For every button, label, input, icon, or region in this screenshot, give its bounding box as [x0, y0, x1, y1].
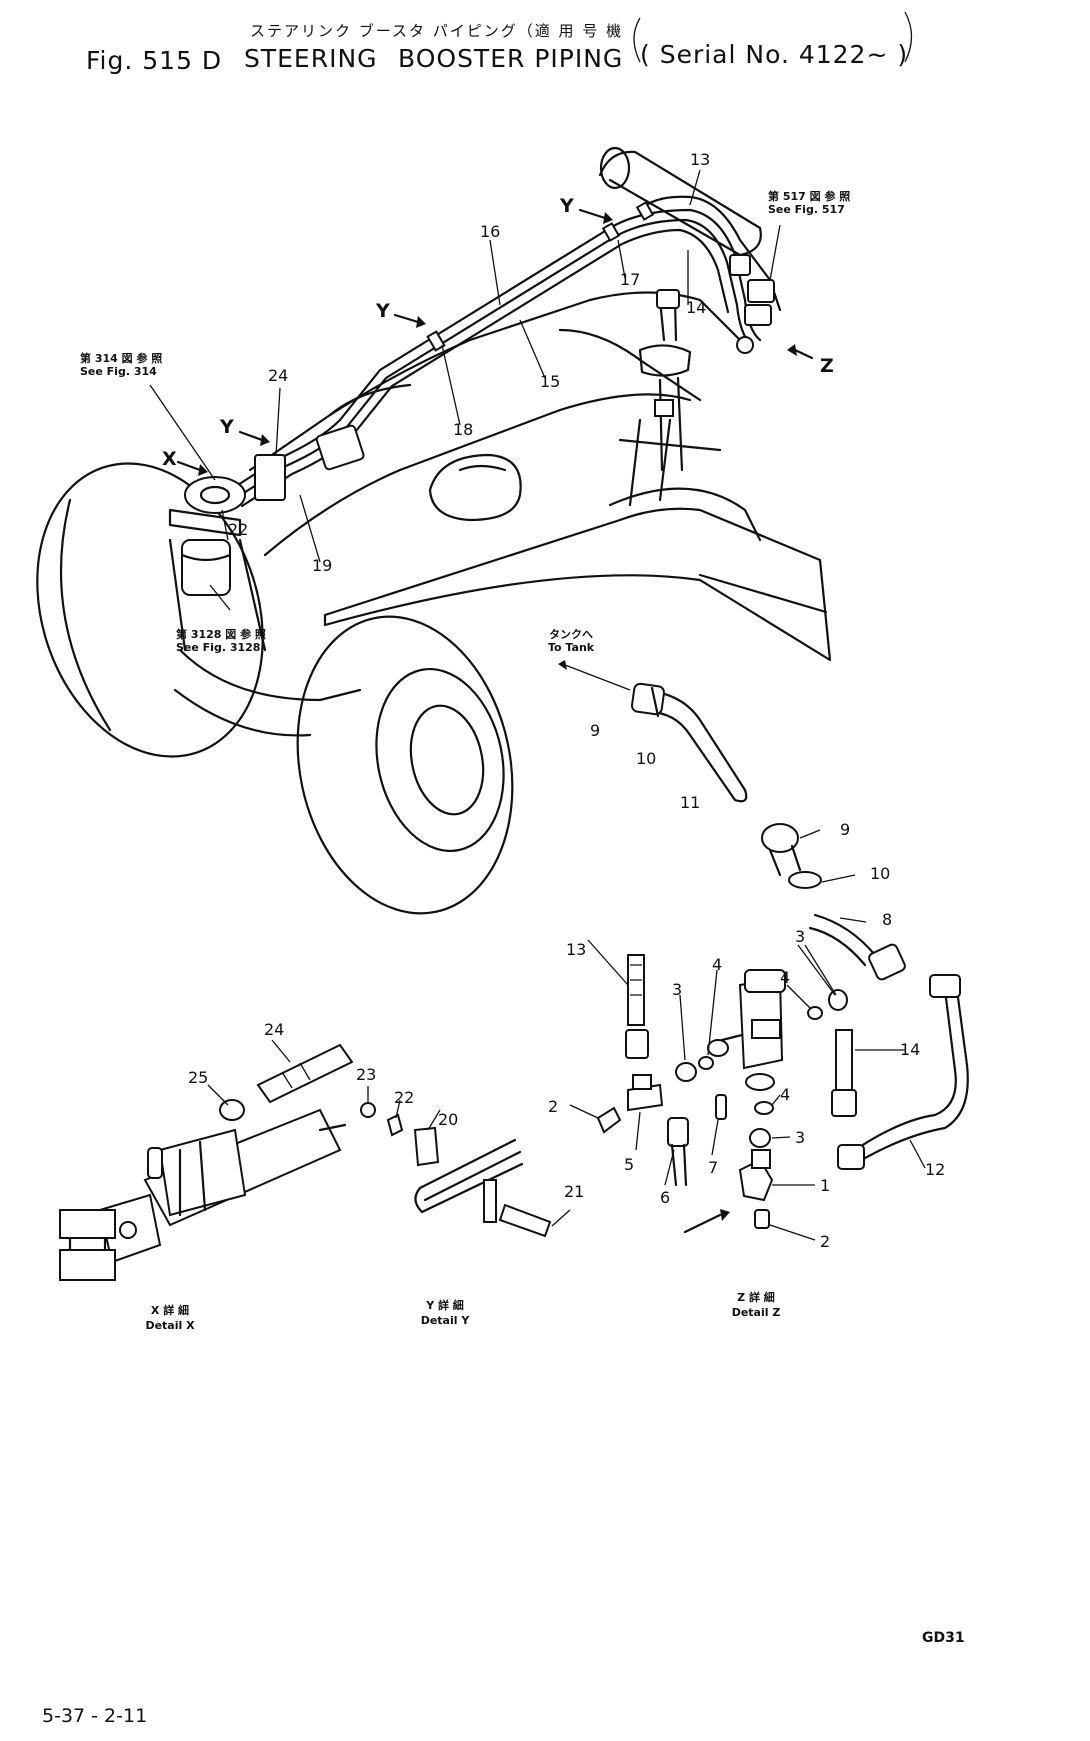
detail-z-label: Z 詳 細 Detail Z	[731, 1291, 781, 1319]
valve-cluster	[729, 254, 775, 354]
callout-10: 10	[636, 749, 657, 768]
callout-11: 11	[680, 793, 701, 812]
callout-21: 21	[564, 1182, 585, 1201]
callout-10: 10	[870, 864, 891, 883]
view-marker-y: Y	[376, 300, 390, 322]
callout-14: 14	[686, 298, 707, 317]
rear-cylinder	[598, 150, 762, 257]
title-steering: STEERING	[244, 44, 378, 73]
callout-6: 6	[660, 1188, 671, 1207]
callout-4: 4	[780, 1085, 791, 1104]
front-wheel-right	[296, 615, 514, 915]
view-marker-y: Y	[220, 416, 234, 438]
page-number: 5-37 - 2-11	[42, 1705, 148, 1727]
callout-7: 7	[708, 1158, 719, 1177]
callout-22: 22	[228, 520, 249, 539]
callout-3: 3	[672, 980, 683, 999]
front-wheel-left	[36, 462, 264, 758]
title-booster-piping: BOOSTER PIPING	[398, 44, 624, 73]
callout-1: 1	[820, 1176, 831, 1195]
reference-fig3128: 第 3128 図 参 照 See Fig. 3128	[176, 628, 266, 654]
callout-25: 25	[188, 1068, 209, 1087]
detail-x-cylinder	[59, 1039, 354, 1281]
callout-2: 2	[820, 1232, 831, 1251]
callout-13: 13	[566, 940, 587, 959]
pipe-clamp	[601, 222, 621, 242]
detail-z-parts	[596, 954, 969, 1229]
view-marker-y: Y	[560, 195, 574, 217]
leader-lines-main	[149, 169, 781, 611]
callout-9: 9	[590, 721, 601, 740]
figure-label: Fig. 515 D	[86, 46, 223, 75]
detail-y-clamp	[360, 1086, 571, 1238]
return-hose	[630, 682, 748, 803]
serial-number: ( Serial No. 4122~ )	[640, 40, 909, 69]
callout-24: 24	[264, 1020, 285, 1039]
to-tank-arrow	[564, 664, 631, 691]
front-axle	[178, 648, 362, 702]
front-bracket	[168, 424, 365, 596]
callout-16: 16	[480, 222, 501, 241]
detail-z-valve	[707, 969, 786, 1091]
callout-4: 4	[780, 968, 791, 987]
callout-12: 12	[925, 1160, 946, 1179]
main-frame-side	[263, 393, 692, 557]
serial-bracket-right	[904, 11, 913, 63]
blade-frame	[323, 507, 832, 662]
hose-fittings-z	[761, 823, 906, 1011]
callout-15: 15	[540, 372, 561, 391]
detail-y-label: Y 詳 細 Detail Y	[420, 1299, 470, 1327]
callout-3: 3	[795, 927, 806, 946]
reference-to-tank: タンクへ To Tank	[548, 628, 595, 654]
callout-8: 8	[882, 910, 893, 929]
callout-24: 24	[268, 366, 289, 385]
reference-fig517: 第 517 図 参 照 See Fig. 517	[768, 190, 851, 216]
callout-22: 22	[394, 1088, 415, 1107]
callout-19: 19	[312, 556, 333, 575]
tank	[428, 453, 522, 522]
callout-2: 2	[548, 1097, 559, 1116]
serial-bracket-left	[633, 17, 641, 63]
steering-booster-piping-drawing	[36, 11, 969, 1281]
view-marker-x: X	[162, 448, 177, 470]
japanese-title: ステアリンク ブースタ パイピング（適 用 号 機	[250, 22, 624, 40]
callout-9: 9	[840, 820, 851, 839]
callout-20: 20	[438, 1110, 459, 1129]
callout-23: 23	[356, 1065, 377, 1084]
detail-z-leaders	[569, 829, 926, 1241]
view-arrows	[176, 208, 814, 476]
callout-17: 17	[620, 270, 641, 289]
reference-fig314: 第 314 図 参 照 See Fig. 314	[80, 352, 163, 378]
view-marker-z: Z	[820, 355, 834, 377]
callout-5: 5	[624, 1155, 635, 1174]
callout-13: 13	[690, 150, 711, 169]
callout-18: 18	[453, 420, 474, 439]
callout-4: 4	[712, 955, 723, 974]
drawing-code: GD31	[922, 1630, 965, 1646]
callout-14: 14	[900, 1040, 921, 1059]
detail-x-label: X 詳 細 Detail X	[145, 1304, 195, 1332]
pipe-clamp	[426, 330, 446, 352]
callout-3: 3	[795, 1128, 806, 1147]
pipe-clamp	[635, 201, 655, 221]
